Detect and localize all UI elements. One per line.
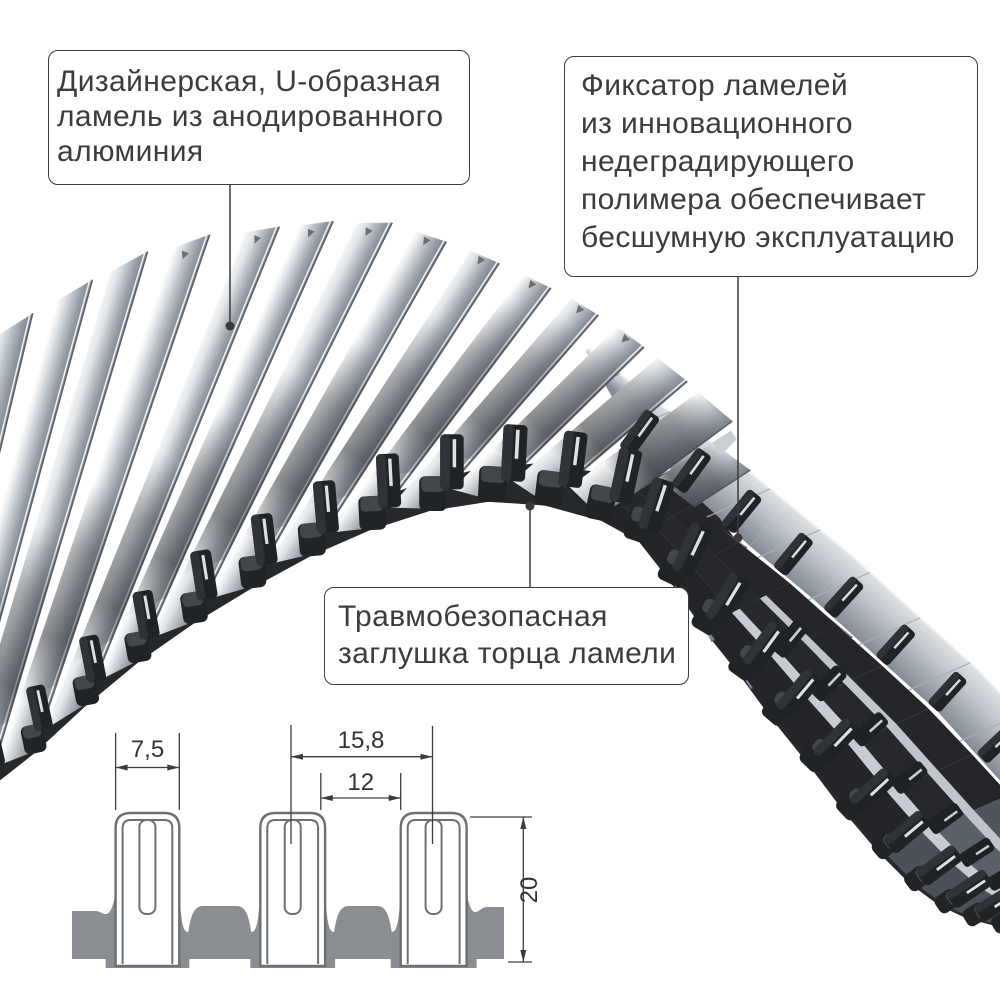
svg-text:15,8: 15,8 xyxy=(338,727,385,754)
svg-text:20: 20 xyxy=(516,877,543,904)
svg-text:12: 12 xyxy=(347,769,374,796)
svg-text:7,5: 7,5 xyxy=(131,736,164,763)
